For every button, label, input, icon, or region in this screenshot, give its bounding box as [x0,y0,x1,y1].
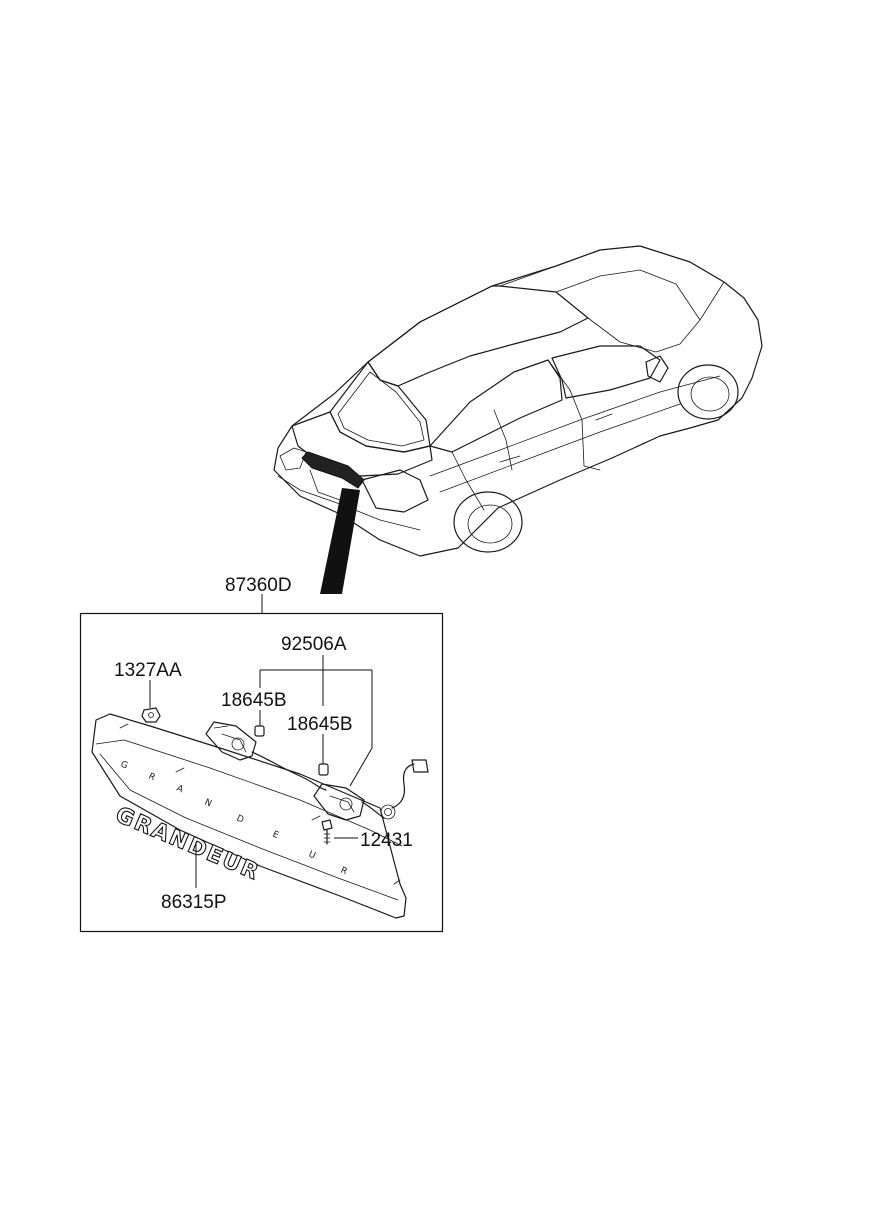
garnish-letter-r: R [147,772,157,784]
label-86315p: 86315P [161,892,227,913]
garnish-letter-d: D [235,814,245,826]
car-illustration [273,245,763,594]
garnish-letter-r2: R [339,866,349,878]
license-lamp-left [205,721,257,761]
label-18645b-right: 18645B [287,714,353,735]
label-87360d: 87360D [225,575,292,596]
label-92506a: 92506A [281,634,347,655]
bulb-right [318,763,329,776]
label-18645b-left: 18645B [221,690,287,711]
garnish-letter-u: U [307,850,317,862]
garnish-letter-g: G [119,760,129,772]
label-1327aa: 1327AA [114,660,182,681]
garnish-letter-a: A [175,784,185,796]
license-lamp-right [313,783,365,821]
garnish-letter-e: E [271,830,281,842]
label-12431: 12431 [360,830,413,851]
assembly-box [79,612,444,933]
bulb-left [254,725,265,737]
garnish-letter-n: N [203,798,213,810]
trunk-garnish: G R A N D E U R [91,713,407,919]
screw-part [321,819,333,845]
clip-part [141,707,161,723]
